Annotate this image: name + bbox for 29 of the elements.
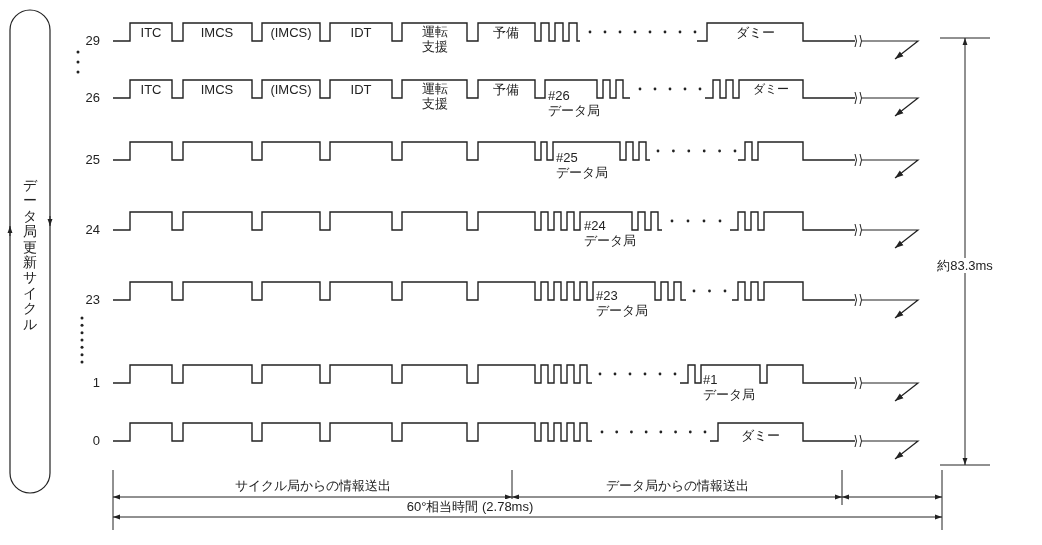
- row-number: 24: [85, 222, 100, 237]
- field-label: 予備: [493, 82, 519, 97]
- field-label: 運転支援: [421, 24, 449, 54]
- station-label: #1 データ局: [703, 372, 756, 402]
- field-label: IMCS: [200, 25, 234, 40]
- field-label: IDT: [350, 82, 372, 97]
- field-label: IDT: [350, 25, 372, 40]
- row-number: 25: [85, 152, 100, 167]
- station-label: #23 データ局: [596, 288, 649, 318]
- field-label: ダミー: [753, 82, 789, 97]
- field-label: (IMCS): [270, 82, 312, 97]
- station-label: #26 データ局: [548, 88, 601, 118]
- row-number: 0: [92, 433, 100, 448]
- row-number: 26: [85, 90, 100, 105]
- row-number: 23: [85, 292, 100, 307]
- field-label: ダミー: [740, 428, 780, 443]
- field-label: 予備: [493, 25, 519, 40]
- field-label: IMCS: [200, 82, 234, 97]
- dimension-label: 約83.3ms: [934, 258, 996, 273]
- station-label: #25 データ局: [556, 150, 609, 180]
- row-number: 1: [92, 375, 100, 390]
- field-label: ITC: [140, 82, 162, 97]
- station-label: #24 データ局: [584, 218, 637, 248]
- field-label: (IMCS): [270, 25, 312, 40]
- field-label: ダミー: [735, 25, 775, 40]
- field-label: ITC: [140, 25, 162, 40]
- row-number: 29: [85, 33, 100, 48]
- field-label: 運転支援: [421, 81, 449, 111]
- cycle-label: データ局更新サイクル: [23, 178, 37, 332]
